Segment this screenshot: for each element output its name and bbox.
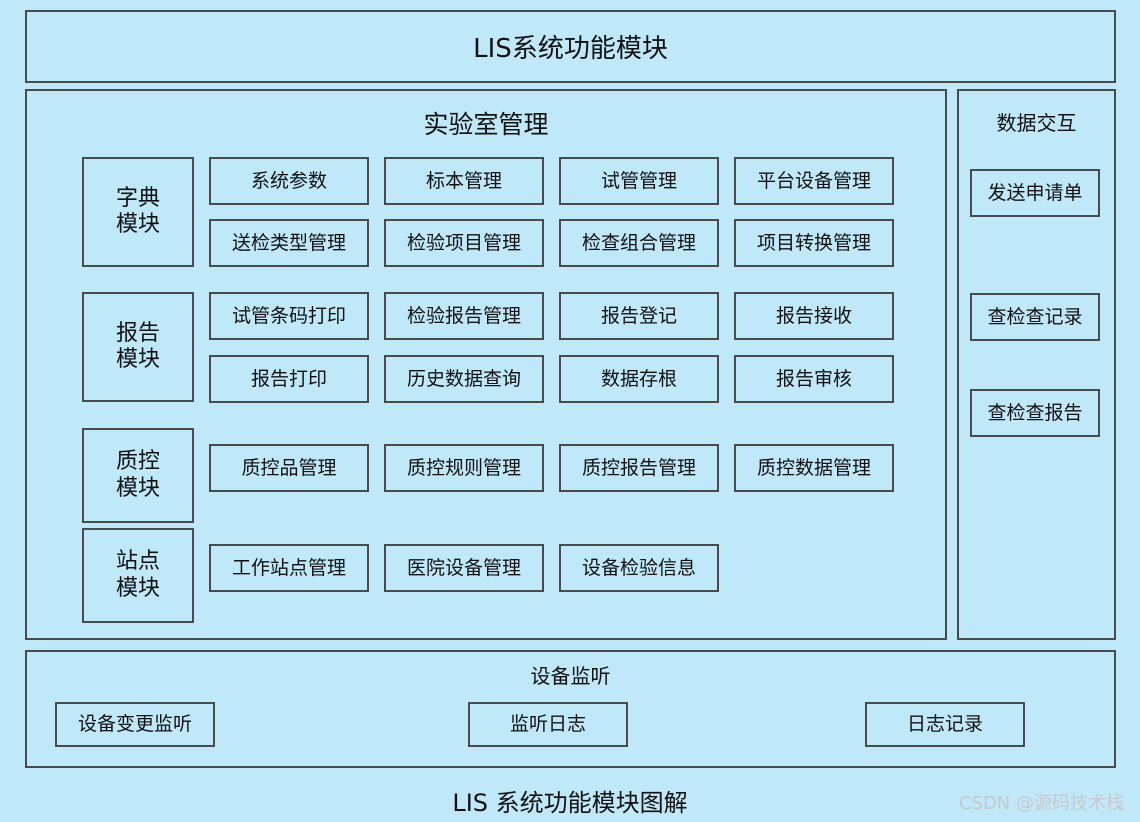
page-title: LIS系统功能模块 (473, 34, 668, 64)
lab-node[interactable]: 质控规则管理 (384, 444, 544, 492)
lab-node[interactable]: 检验项目管理 (384, 219, 544, 267)
lab-node[interactable]: 报告打印 (209, 355, 369, 403)
laboratory-management-section: 实验室管理 字典 模块 系统参数 标本管理 试管管理 平台设备管理 送检类型管理… (25, 89, 947, 640)
lab-node[interactable]: 设备检验信息 (559, 544, 719, 592)
lab-node[interactable]: 系统参数 (209, 157, 369, 205)
data-interaction-section: 数据交互 发送申请单 查检查记录 查检查报告 (957, 89, 1116, 640)
lab-node[interactable]: 数据存根 (559, 355, 719, 403)
device-listener-node[interactable]: 设备变更监听 (55, 702, 215, 747)
module-label-report[interactable]: 报告 模块 (82, 292, 194, 402)
lab-node[interactable]: 检查组合管理 (559, 219, 719, 267)
device-listener-section: 设备监听 设备变更监听 监听日志 日志记录 (25, 650, 1116, 768)
data-interaction-node[interactable]: 发送申请单 (970, 169, 1100, 217)
device-listener-node[interactable]: 监听日志 (468, 702, 628, 747)
lab-node[interactable]: 医院设备管理 (384, 544, 544, 592)
data-interaction-node[interactable]: 查检查记录 (970, 293, 1100, 341)
laboratory-management-title: 实验室管理 (423, 110, 549, 139)
lab-node[interactable]: 工作站点管理 (209, 544, 369, 592)
lab-node[interactable]: 报告登记 (559, 292, 719, 340)
lab-node[interactable]: 质控品管理 (209, 444, 369, 492)
lab-node[interactable]: 报告接收 (734, 292, 894, 340)
device-listener-title: 设备监听 (530, 664, 611, 688)
lab-node[interactable]: 历史数据查询 (384, 355, 544, 403)
lab-node[interactable]: 平台设备管理 (734, 157, 894, 205)
module-label-station[interactable]: 站点 模块 (82, 528, 194, 623)
diagram-caption: LIS 系统功能模块图解 (452, 789, 688, 817)
lab-node[interactable]: 送检类型管理 (209, 219, 369, 267)
lab-node[interactable]: 试管条码打印 (209, 292, 369, 340)
lab-node[interactable]: 质控报告管理 (559, 444, 719, 492)
diagram-title-bar: LIS系统功能模块 (25, 10, 1116, 83)
device-listener-node[interactable]: 日志记录 (865, 702, 1025, 747)
lab-node[interactable]: 检验报告管理 (384, 292, 544, 340)
module-label-dictionary[interactable]: 字典 模块 (82, 157, 194, 267)
csdn-watermark: CSDN @源码技术栈 (958, 793, 1124, 814)
lab-node[interactable]: 质控数据管理 (734, 444, 894, 492)
lab-node[interactable]: 报告审核 (734, 355, 894, 403)
data-interaction-node[interactable]: 查检查报告 (970, 389, 1100, 437)
lab-node[interactable]: 标本管理 (384, 157, 544, 205)
lab-node[interactable]: 试管管理 (559, 157, 719, 205)
data-interaction-title: 数据交互 (996, 111, 1077, 135)
module-label-quality-control[interactable]: 质控 模块 (82, 428, 194, 523)
lab-node[interactable]: 项目转换管理 (734, 219, 894, 267)
